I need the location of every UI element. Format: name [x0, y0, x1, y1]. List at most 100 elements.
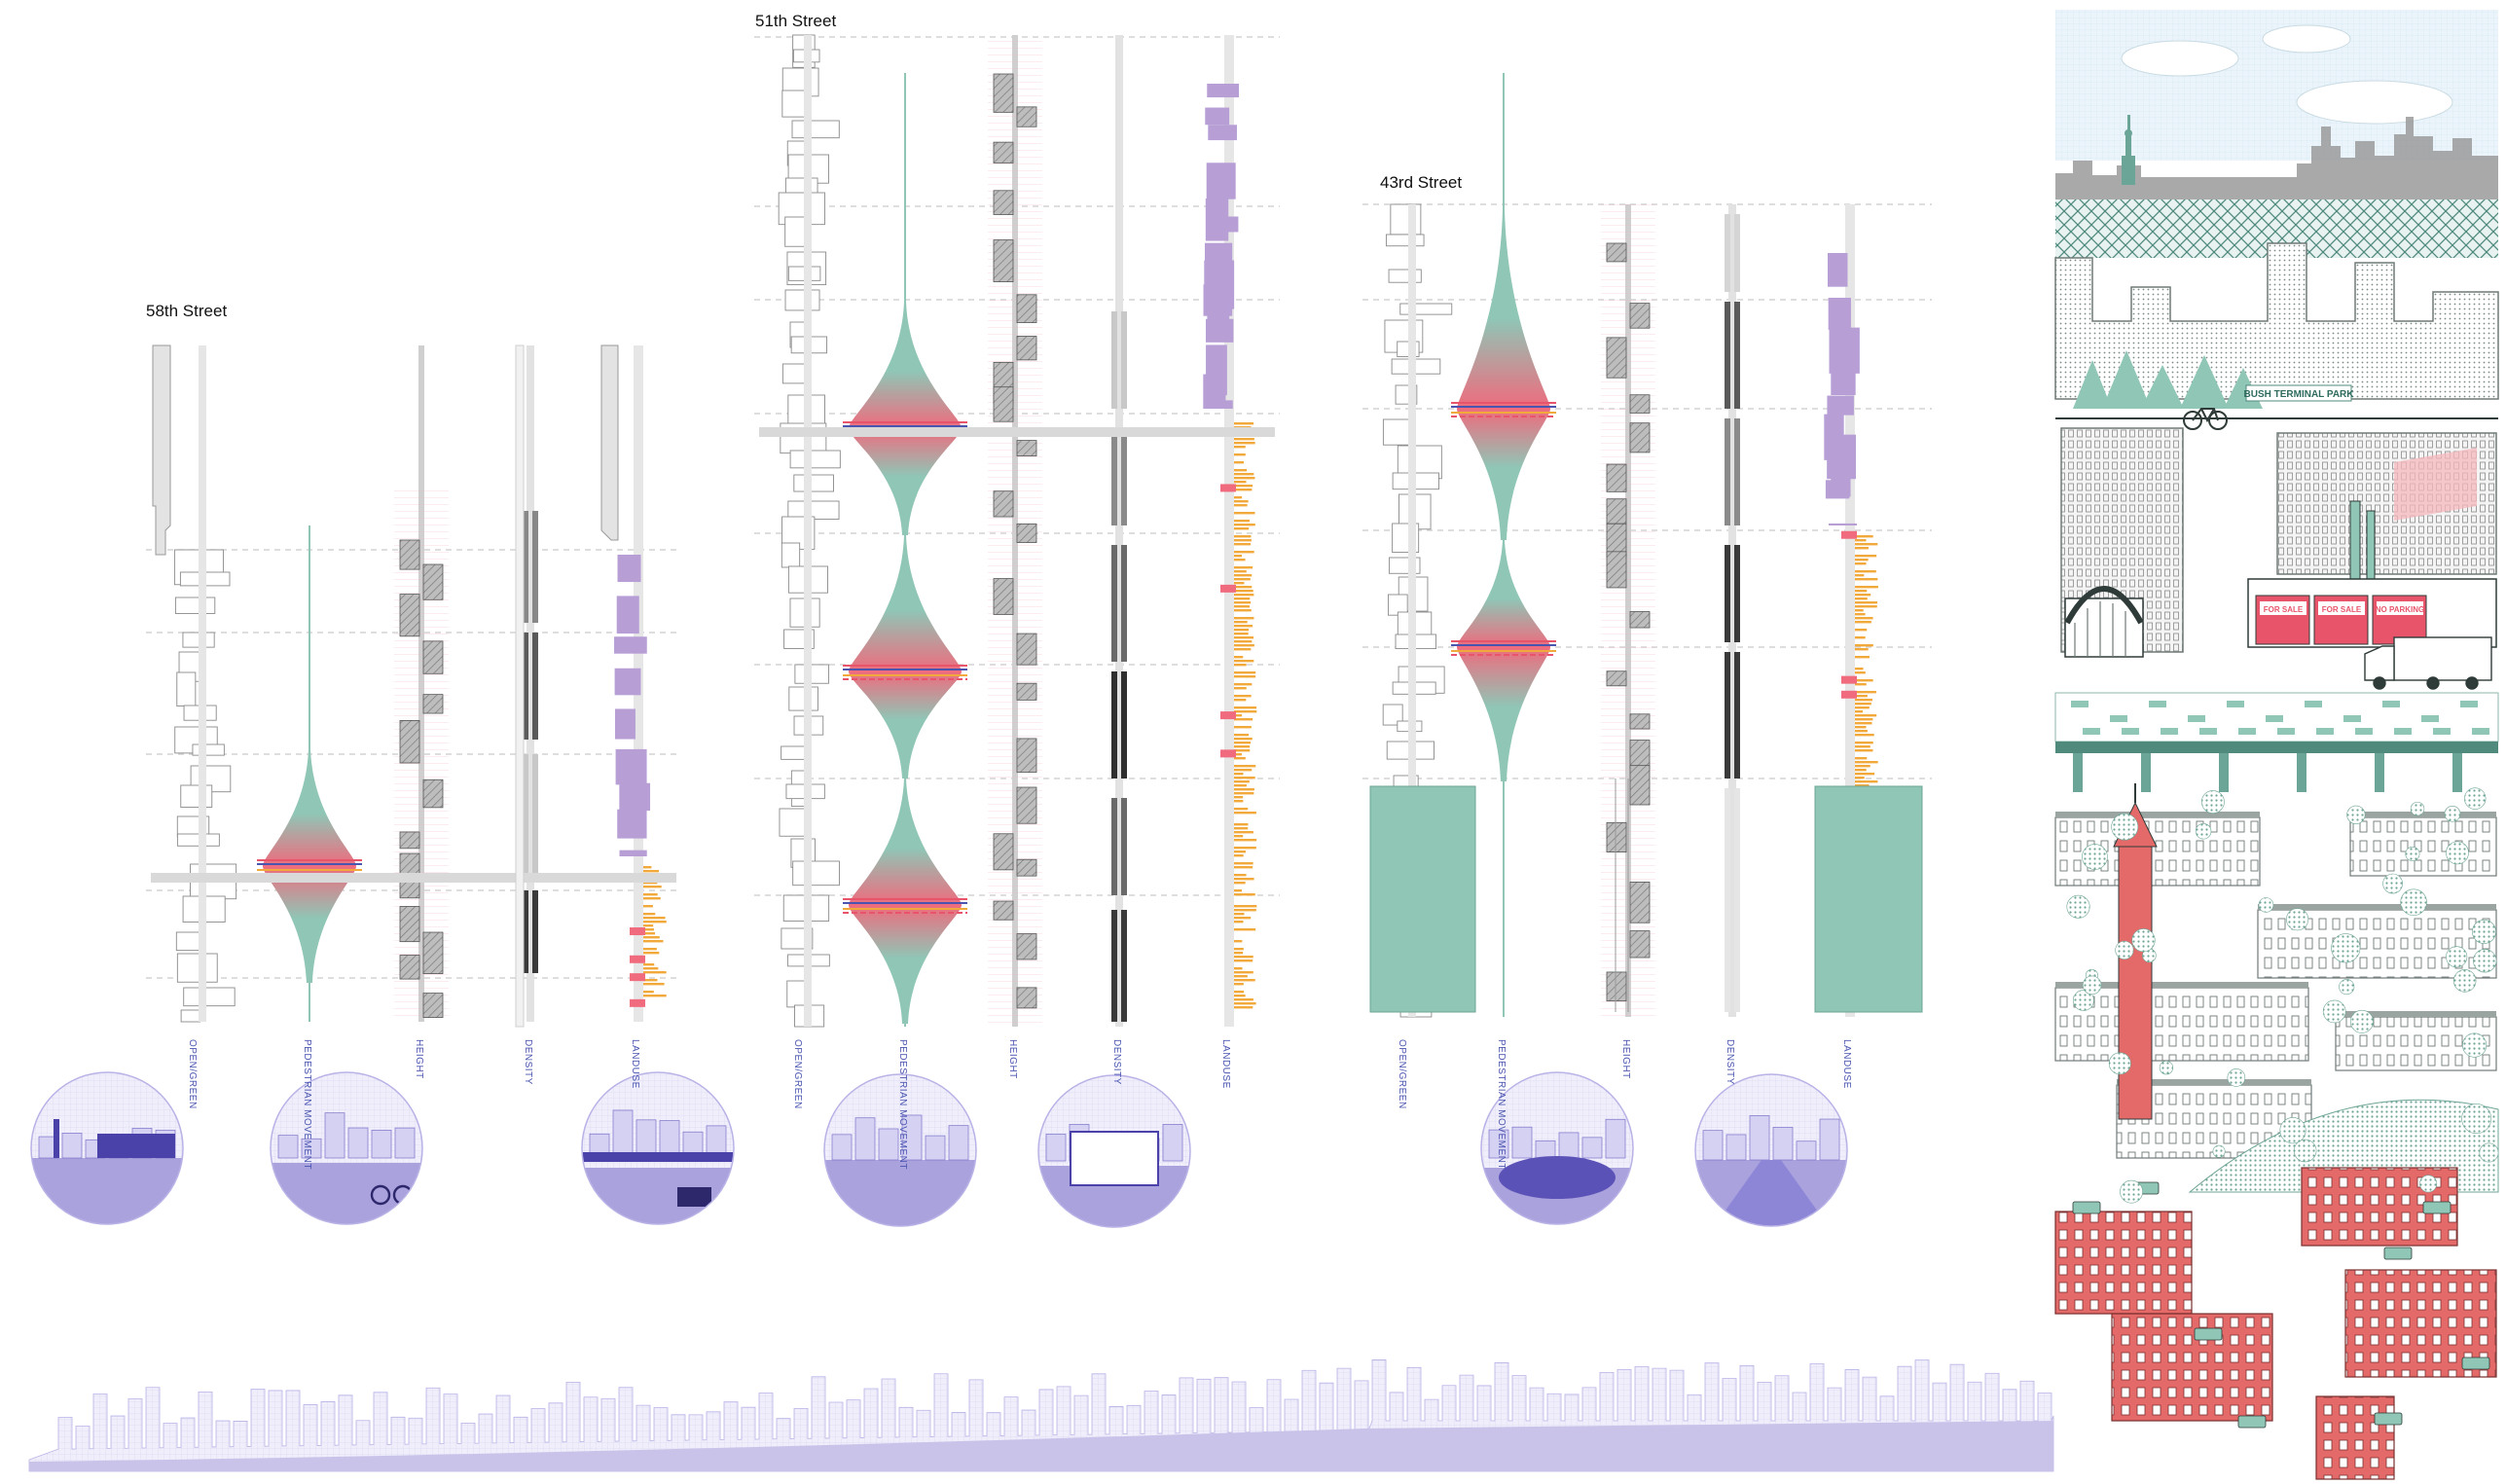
landuse-industrial: [1220, 749, 1236, 758]
height-block: [399, 831, 420, 850]
vignette-building: [1796, 1140, 1817, 1161]
sale-sign-2: FOR SALE: [2322, 605, 2362, 614]
landuse-residential: [643, 917, 666, 920]
vignette-building: [1819, 1118, 1840, 1161]
landuse-commercial: [1827, 253, 1848, 287]
vignette-border: [1037, 1074, 1191, 1228]
tree-icon: [2462, 1032, 2488, 1058]
vignette-border: [1480, 1071, 1634, 1225]
landuse-commercial: [1828, 523, 1858, 525]
landuse-residential: [1234, 453, 1246, 456]
vignette-building: [1162, 1124, 1183, 1162]
height-block: [1016, 294, 1037, 323]
height-block: [993, 900, 1014, 921]
tree-icon: [2322, 999, 2346, 1024]
vignette-building: [925, 1135, 946, 1161]
highway-car: [2305, 701, 2322, 707]
density-bar: [1734, 788, 1740, 1012]
column-label: OPEN/GREEN: [187, 1039, 198, 1109]
vignette-circle: [581, 1071, 735, 1225]
landuse-residential: [1234, 633, 1249, 635]
density-bar: [1734, 545, 1740, 642]
landuse-residential: [1855, 547, 1869, 550]
landuse-residential: [1234, 714, 1243, 717]
landuse-residential: [1855, 703, 1871, 706]
vignette-building: [1725, 1134, 1747, 1161]
landuse-residential: [643, 967, 659, 970]
building-outline: [786, 980, 807, 1008]
landuse-residential: [1855, 695, 1868, 698]
vignette-building: [1558, 1132, 1580, 1159]
density-bar: [1121, 798, 1127, 895]
vignette-border: [1694, 1073, 1848, 1227]
rowhouse-cornice: [2336, 1011, 2496, 1017]
building-outline: [1388, 269, 1422, 283]
landuse-residential: [1234, 621, 1248, 624]
landuse-industrial: [630, 998, 645, 1007]
vignette-scene: [1695, 1074, 1847, 1226]
rowhouse-block: [2349, 816, 2497, 877]
landuse-residential: [1855, 570, 1876, 573]
pedestrian-flow-top: [1457, 540, 1550, 647]
vignette-building: [901, 1114, 923, 1161]
landuse-residential: [1855, 555, 1877, 558]
height-block: [1016, 738, 1037, 774]
landuse-residential: [1234, 636, 1254, 639]
landuse-industrial: [630, 973, 645, 982]
density-bar: [532, 511, 538, 623]
landuse-residential: [1234, 504, 1248, 507]
pedestrian-flow-top: [849, 778, 962, 905]
building-outline: [788, 686, 818, 711]
landuse-residential: [1234, 539, 1252, 542]
landuse-residential: [1855, 601, 1878, 604]
tall-building-outline: [152, 344, 171, 556]
landuse-residential: [1855, 597, 1868, 600]
highway-car: [2421, 715, 2439, 722]
column-label: PEDESTRIAN MOVEMENT: [1496, 1039, 1507, 1170]
landuse-commercial: [1206, 318, 1234, 343]
height-block: [399, 906, 420, 943]
density-bar: [523, 633, 528, 740]
tree-icon: [2446, 841, 2469, 865]
bicycle-icon: [2183, 408, 2228, 430]
street-cars: [2072, 1181, 2490, 1429]
landuse-commercial: [619, 782, 651, 812]
tree-icon: [2382, 873, 2403, 894]
density-bar: [1111, 428, 1117, 525]
landuse-residential: [643, 897, 661, 900]
vignette-building: [1511, 1126, 1533, 1159]
height-block: [993, 239, 1014, 282]
landuse-residential: [1234, 796, 1244, 799]
density-bar: [1121, 311, 1127, 409]
landuse-residential: [1234, 605, 1250, 608]
landuse-residential: [1234, 664, 1247, 667]
car-icon: [2374, 1412, 2403, 1426]
landuse-residential: [643, 921, 667, 923]
landuse-residential: [1234, 874, 1247, 877]
elevated-highway: [582, 1152, 734, 1162]
landuse-residential: [1855, 617, 1873, 620]
vignette-scene: [582, 1072, 734, 1224]
landuse-industrial: [1841, 675, 1857, 684]
height-block: [1606, 337, 1627, 379]
landuse-commercial: [1206, 163, 1236, 199]
sale-signs: FOR SALE FOR SALE NO PARKING: [2260, 601, 2424, 615]
height-block: [1016, 987, 1037, 1009]
landuse-residential: [643, 913, 656, 916]
highway-car: [2122, 728, 2139, 735]
landuse-residential: [1234, 473, 1254, 476]
highway-car: [2110, 715, 2127, 722]
highway-car: [2460, 701, 2478, 707]
vignette-circle: [823, 1073, 977, 1227]
landuse-residential: [1855, 636, 1866, 639]
landuse-residential: [1855, 594, 1871, 597]
landuse-residential: [1855, 539, 1867, 542]
landuse-commercial: [1208, 216, 1239, 233]
vignette-scene: [31, 1072, 183, 1224]
landuse-residential: [1234, 555, 1243, 558]
landuse-residential: [1234, 559, 1246, 561]
landuse-residential: [1234, 535, 1252, 538]
column-label: HEIGHT: [1007, 1039, 1018, 1079]
landuse-residential: [1234, 917, 1252, 920]
landuse-industrial: [630, 927, 645, 936]
